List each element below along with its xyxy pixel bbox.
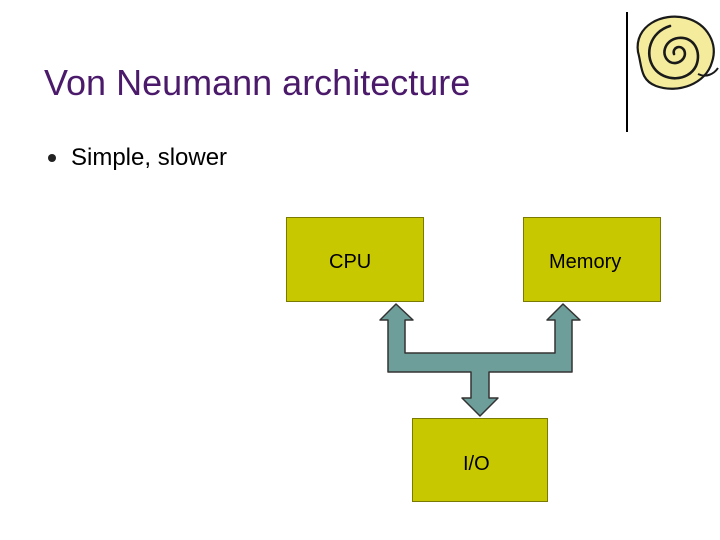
memory-box: Memory <box>523 217 661 302</box>
cpu-box: CPU <box>286 217 424 302</box>
memory-label: Memory <box>549 251 622 273</box>
slide-title: Von Neumann architecture <box>44 62 471 103</box>
bullet-text: Simple, slower <box>71 144 228 171</box>
bus-arrow <box>379 303 581 417</box>
cpu-label: CPU <box>329 251 372 273</box>
io-box: I/O <box>412 418 548 502</box>
bullet-item: Simple, slower <box>48 144 227 172</box>
spiral-logo-icon <box>636 15 719 90</box>
bullet-dot-icon <box>48 154 56 162</box>
divider-line <box>626 12 628 132</box>
io-label: I/O <box>463 453 490 475</box>
